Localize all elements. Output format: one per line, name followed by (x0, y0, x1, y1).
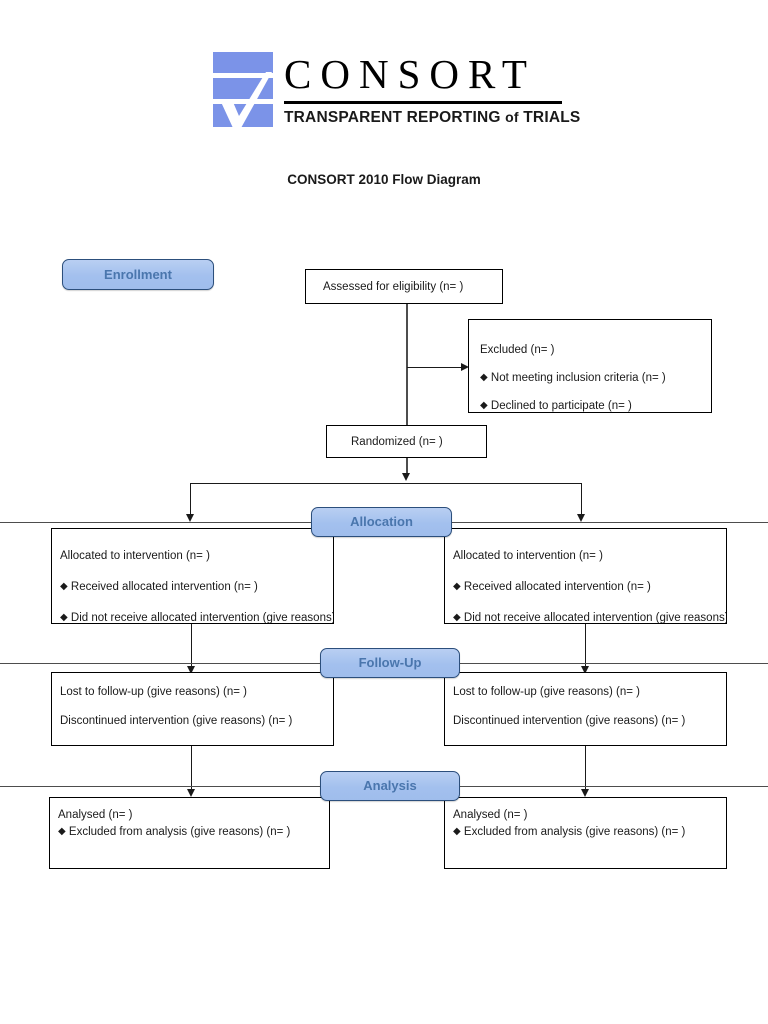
stage-badge-analysis-label: Analysis (363, 778, 417, 793)
connector-assessed-to-randomized (406, 304, 408, 425)
stage-badge-enrollment: Enrollment (62, 259, 214, 290)
consort-wordmark: CONSORT TRANSPARENT REPORTING of TRIALS (284, 48, 580, 130)
consort-wordmark-text: CONSORT (284, 51, 536, 97)
stage-badge-allocation-label: Allocation (350, 514, 413, 529)
allocation-left-bullet-2: ◆ Did not receive allocated intervention… (60, 611, 334, 624)
bullet-dot-icon: ◆ (480, 372, 488, 383)
box-excluded: Excluded (n= ) ◆ Not meeting inclusion c… (468, 319, 712, 413)
excluded-bullet-2-label: Declined to participate (n= ) (490, 400, 632, 412)
allocation-left-bullet-2-label: Did not receive allocated intervention (… (70, 612, 334, 624)
stage-badge-enrollment-label: Enrollment (104, 267, 172, 282)
tagline-part-1: TRANSPARENT REPORTING (284, 109, 506, 126)
box-followup-right: Lost to follow-up (give reasons) (n= ) D… (444, 672, 727, 746)
followup-right-line-2: Discontinued intervention (give reasons)… (453, 715, 686, 727)
bullet-dot-icon: ◆ (58, 826, 66, 837)
excluded-bullet-1-label: Not meeting inclusion criteria (n= ) (490, 372, 666, 384)
connector-allocation-to-followup-left (191, 624, 192, 669)
allocation-right-bullet-1-label: Received allocated intervention (n= ) (463, 581, 651, 593)
connector-allocation-to-followup-right (585, 624, 586, 669)
analysis-left-bullet-1-label: Excluded from analysis (give reasons) (n… (68, 826, 291, 838)
allocation-left-bullet-1-label: Received allocated intervention (n= ) (70, 581, 258, 593)
bullet-dot-icon: ◆ (453, 581, 461, 592)
arrow-followup-left (187, 666, 195, 674)
stage-badge-followup: Follow-Up (320, 648, 460, 678)
allocation-left-bullet-1: ◆ Received allocated intervention (n= ) (60, 580, 258, 594)
bullet-dot-icon: ◆ (480, 400, 488, 411)
allocation-right-heading: Allocated to intervention (n= ) (453, 550, 603, 562)
arrow-followup-right (581, 666, 589, 674)
excluded-heading: Excluded (n= ) (480, 344, 555, 356)
followup-right-line-1: Lost to follow-up (give reasons) (n= ) (453, 686, 640, 698)
page-title: CONSORT 2010 Flow Diagram (287, 172, 481, 187)
allocation-left-heading: Allocated to intervention (n= ) (60, 550, 210, 562)
excluded-bullet-2: ◆ Declined to participate (n= ) (480, 399, 632, 412)
allocation-right-bullet-1: ◆ Received allocated intervention (n= ) (453, 580, 651, 594)
assessed-line-1: Assessed for eligibility (n= ) (323, 281, 464, 293)
connector-followup-to-analysis-right (585, 746, 586, 791)
stage-badge-followup-label: Follow-Up (358, 655, 422, 670)
consort-logo: CONSORT TRANSPARENT REPORTING of TRIALS (212, 48, 580, 132)
box-analysis-left: Analysed (n= ) ◆ Excluded from analysis … (49, 797, 330, 869)
arrow-allocation-left (186, 514, 194, 522)
tagline-of: of (505, 109, 519, 125)
wordmark-divider (284, 101, 562, 104)
allocation-right-bullet-2: ◆ Did not receive allocated intervention… (453, 611, 727, 624)
analysis-left-bullet-1: ◆ Excluded from analysis (give reasons) … (58, 825, 290, 839)
allocation-right-bullet-2-label: Did not receive allocated intervention (… (463, 612, 727, 624)
bullet-dot-icon: ◆ (60, 612, 68, 623)
arrow-analysis-right (581, 789, 589, 797)
box-allocation-left: Allocated to intervention (n= ) ◆ Receiv… (51, 528, 334, 624)
connector-followup-to-analysis-left (191, 746, 192, 791)
bullet-dot-icon: ◆ (453, 826, 461, 837)
consort-tagline: TRANSPARENT REPORTING of TRIALS (284, 106, 580, 129)
bullet-dot-icon: ◆ (60, 581, 68, 592)
arrow-to-excluded (461, 363, 469, 371)
box-assessed-for-eligibility: Assessed for eligibility (n= ) (305, 269, 503, 304)
connector-allocation-split (190, 483, 582, 484)
box-allocation-right: Allocated to intervention (n= ) ◆ Receiv… (444, 528, 727, 624)
randomized-line-1: Randomized (n= ) (351, 436, 443, 448)
stage-badge-allocation: Allocation (311, 507, 452, 537)
box-followup-left: Lost to follow-up (give reasons) (n= ) D… (51, 672, 334, 746)
arrow-randomized-down (402, 473, 410, 481)
bullet-dot-icon: ◆ (453, 612, 461, 623)
excluded-bullet-1: ◆ Not meeting inclusion criteria (n= ) (480, 371, 666, 385)
consort-checkmark-bars-logo-icon (213, 52, 273, 128)
analysis-right-bullet-1-label: Excluded from analysis (give reasons) (n… (463, 826, 686, 838)
followup-left-line-2: Discontinued intervention (give reasons)… (60, 715, 293, 727)
stage-badge-analysis: Analysis (320, 771, 460, 801)
connector-randomized-down (406, 458, 408, 476)
box-analysis-right: Analysed (n= ) ◆ Excluded from analysis … (444, 797, 727, 869)
connector-split-right-down (581, 483, 582, 516)
arrow-analysis-left (187, 789, 195, 797)
followup-left-line-1: Lost to follow-up (give reasons) (n= ) (60, 686, 247, 698)
connector-assessed-to-excluded (407, 367, 462, 368)
analysis-right-heading: Analysed (n= ) (453, 809, 528, 821)
analysis-left-heading: Analysed (n= ) (58, 809, 133, 821)
connector-split-left-down (190, 483, 191, 516)
tagline-part-2: TRIALS (518, 109, 581, 126)
arrow-allocation-right (577, 514, 585, 522)
analysis-right-bullet-1: ◆ Excluded from analysis (give reasons) … (453, 825, 685, 839)
box-randomized: Randomized (n= ) (326, 425, 487, 458)
